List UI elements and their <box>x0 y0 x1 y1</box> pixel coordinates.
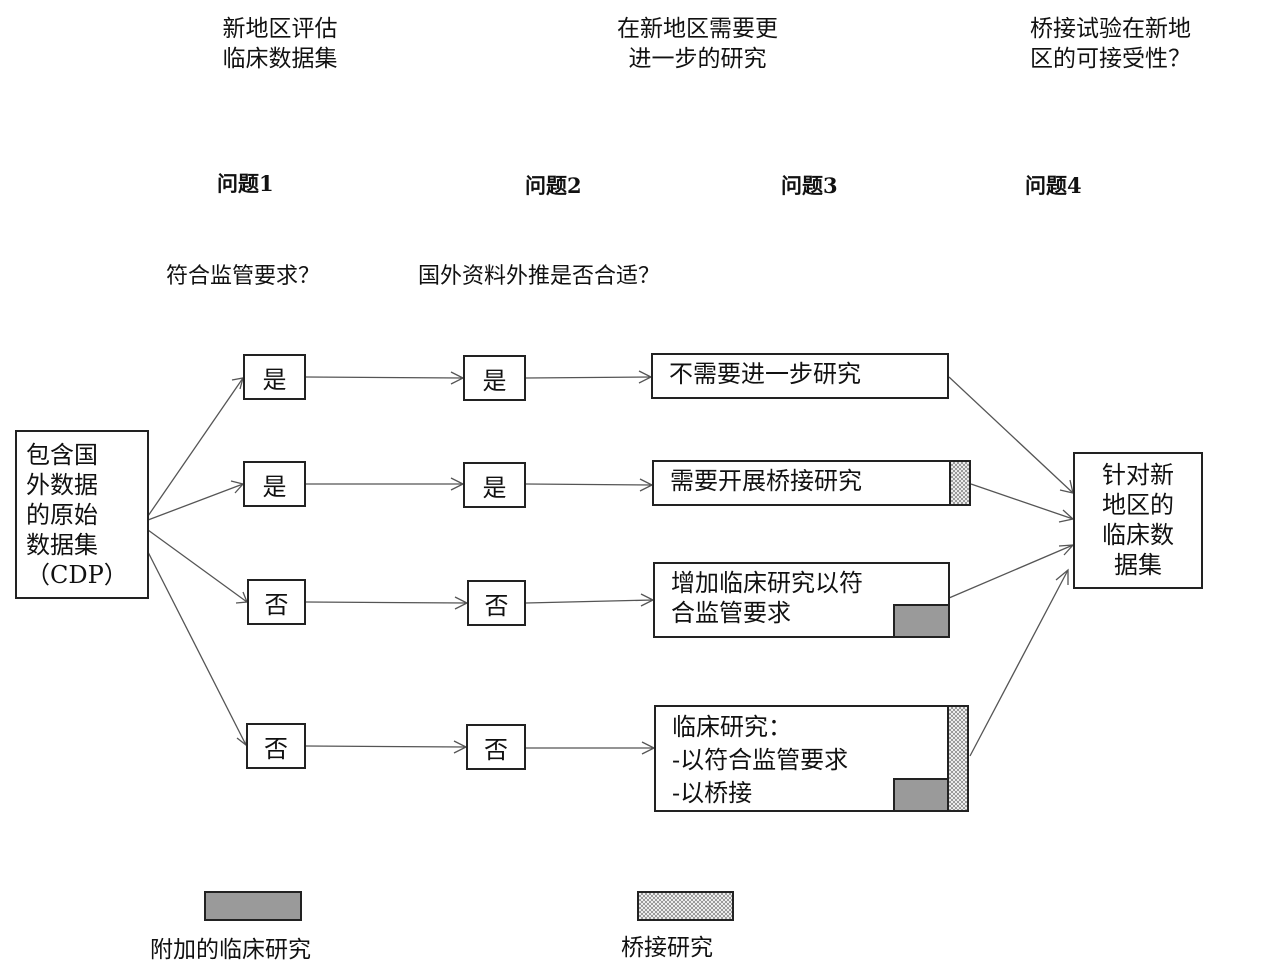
arrow-row3-q1-q2 <box>305 601 468 604</box>
legend-additional-clinical-label: 附加的临床研究 <box>150 937 311 963</box>
row2-q1-answer: 是 <box>243 461 306 507</box>
arrow-cdp-to-row2 <box>147 483 244 521</box>
arrowhead-row4-target <box>1055 568 1069 585</box>
row4-outcome-text: 临床研究： -以符合监管要求 -以桥接 <box>672 713 849 807</box>
row3-outcome-text: 增加临床研究以符 合监管要求 <box>671 569 863 627</box>
row4-bridging-study-marker <box>947 705 969 812</box>
target-dataset-box: 针对新 地区的 临床数 据集 <box>1073 452 1203 589</box>
row2-q2-text: 是 <box>482 473 507 502</box>
source-dataset-label: 包含国 外数据 的原始 数据集 （CDP） <box>26 441 128 589</box>
row2-outcome-box: 需要开展桥接研究 <box>652 460 952 506</box>
arrow-row3-outcome-target <box>948 544 1074 599</box>
row1-outcome-text: 不需要进一步研究 <box>669 360 861 388</box>
row4-q2-text: 否 <box>484 735 508 764</box>
sub-question-extrapolation: 国外资料外推是否合适？ <box>418 264 661 289</box>
row4-q2-answer: 否 <box>466 724 526 770</box>
header-bridging-acceptability: 桥接试验在新地 区的可接受性？ <box>1030 16 1191 72</box>
arrow-row4-outcome-target <box>969 569 1069 757</box>
row2-bridging-study-marker <box>949 460 971 506</box>
question-2-label: 问题2 <box>525 173 582 198</box>
row1-q1-answer: 是 <box>243 354 306 400</box>
arrowhead-cdp-row2 <box>230 480 245 494</box>
arrow-cdp-to-row4 <box>147 551 247 746</box>
question-3-label: 问题3 <box>781 173 838 198</box>
arrow-cdp-to-row3 <box>147 529 248 603</box>
arrow-row2-outcome-target <box>970 483 1074 520</box>
row1-outcome-box: 不需要进一步研究 <box>651 353 949 399</box>
row3-outcome-box: 增加临床研究以符 合监管要求 <box>653 562 950 638</box>
row3-q1-answer: 否 <box>247 579 306 625</box>
question-4-label: 问题4 <box>1025 173 1082 198</box>
arrow-row4-q1-q2 <box>305 745 467 748</box>
row3-q2-text: 否 <box>484 591 509 620</box>
arrow-cdp-to-row1 <box>147 377 244 517</box>
header-further-study-needed: 在新地区需要更 进一步的研究 <box>617 16 778 72</box>
legend-additional-clinical-swatch <box>204 891 302 921</box>
sub-question-regulatory: 符合监管要求？ <box>166 264 321 289</box>
row2-q2-answer: 是 <box>463 462 526 508</box>
row2-q1-text: 是 <box>262 472 287 501</box>
row2-outcome-text: 需要开展桥接研究 <box>670 467 862 495</box>
row3-q2-answer: 否 <box>467 580 526 626</box>
arrow-row1-q1-q2 <box>305 376 464 379</box>
row4-additional-clinical-marker <box>893 778 949 812</box>
legend-bridging-swatch <box>637 891 734 921</box>
row1-q1-text: 是 <box>262 365 287 394</box>
arrow-row2-q2-outcome <box>525 483 653 486</box>
legend-bridging-label: 桥接研究 <box>621 935 713 961</box>
target-dataset-label: 针对新 地区的 临床数 据集 <box>1102 461 1174 579</box>
row1-q2-answer: 是 <box>463 355 526 401</box>
row3-additional-clinical-marker <box>893 604 950 638</box>
row1-q2-text: 是 <box>482 366 507 395</box>
header-new-region-assessment: 新地区评估 临床数据集 <box>222 16 338 72</box>
row4-q1-answer: 否 <box>246 723 306 769</box>
row4-q1-text: 否 <box>264 734 288 763</box>
arrow-row1-outcome-target <box>948 376 1074 494</box>
arrow-row3-q2-outcome <box>525 599 654 604</box>
source-dataset-box: 包含国 外数据 的原始 数据集 （CDP） <box>15 430 149 599</box>
arrow-row1-q2-outcome <box>525 376 652 379</box>
row3-q1-text: 否 <box>264 590 289 619</box>
question-1-label: 问题1 <box>217 171 274 196</box>
